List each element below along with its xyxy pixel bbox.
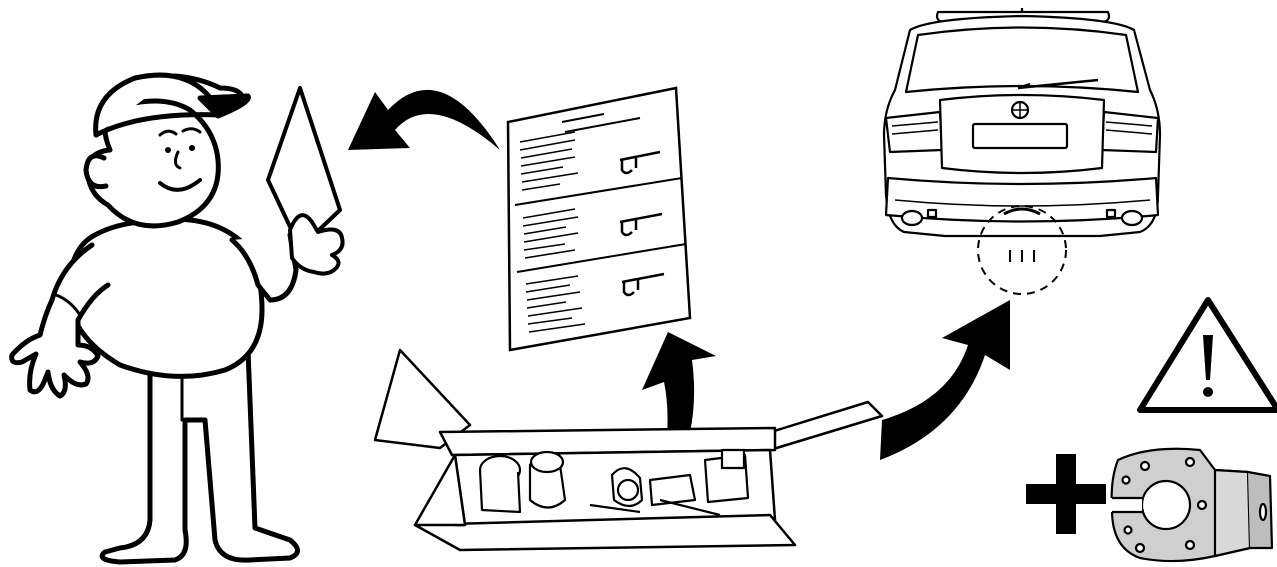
socket-bracket — [1108, 447, 1274, 563]
plus-icon — [1026, 454, 1106, 534]
arrow-box-to-sheet — [642, 332, 716, 478]
arrow-box-to-car — [880, 300, 1010, 460]
arrow-sheet-to-mechanic — [348, 89, 500, 150]
warning-triangle-icon — [1137, 297, 1277, 413]
instruction-sheet — [506, 86, 692, 352]
mechanic-figure — [9, 72, 345, 565]
open-parts-box — [373, 348, 884, 552]
car-rear-view — [882, 8, 1162, 295]
